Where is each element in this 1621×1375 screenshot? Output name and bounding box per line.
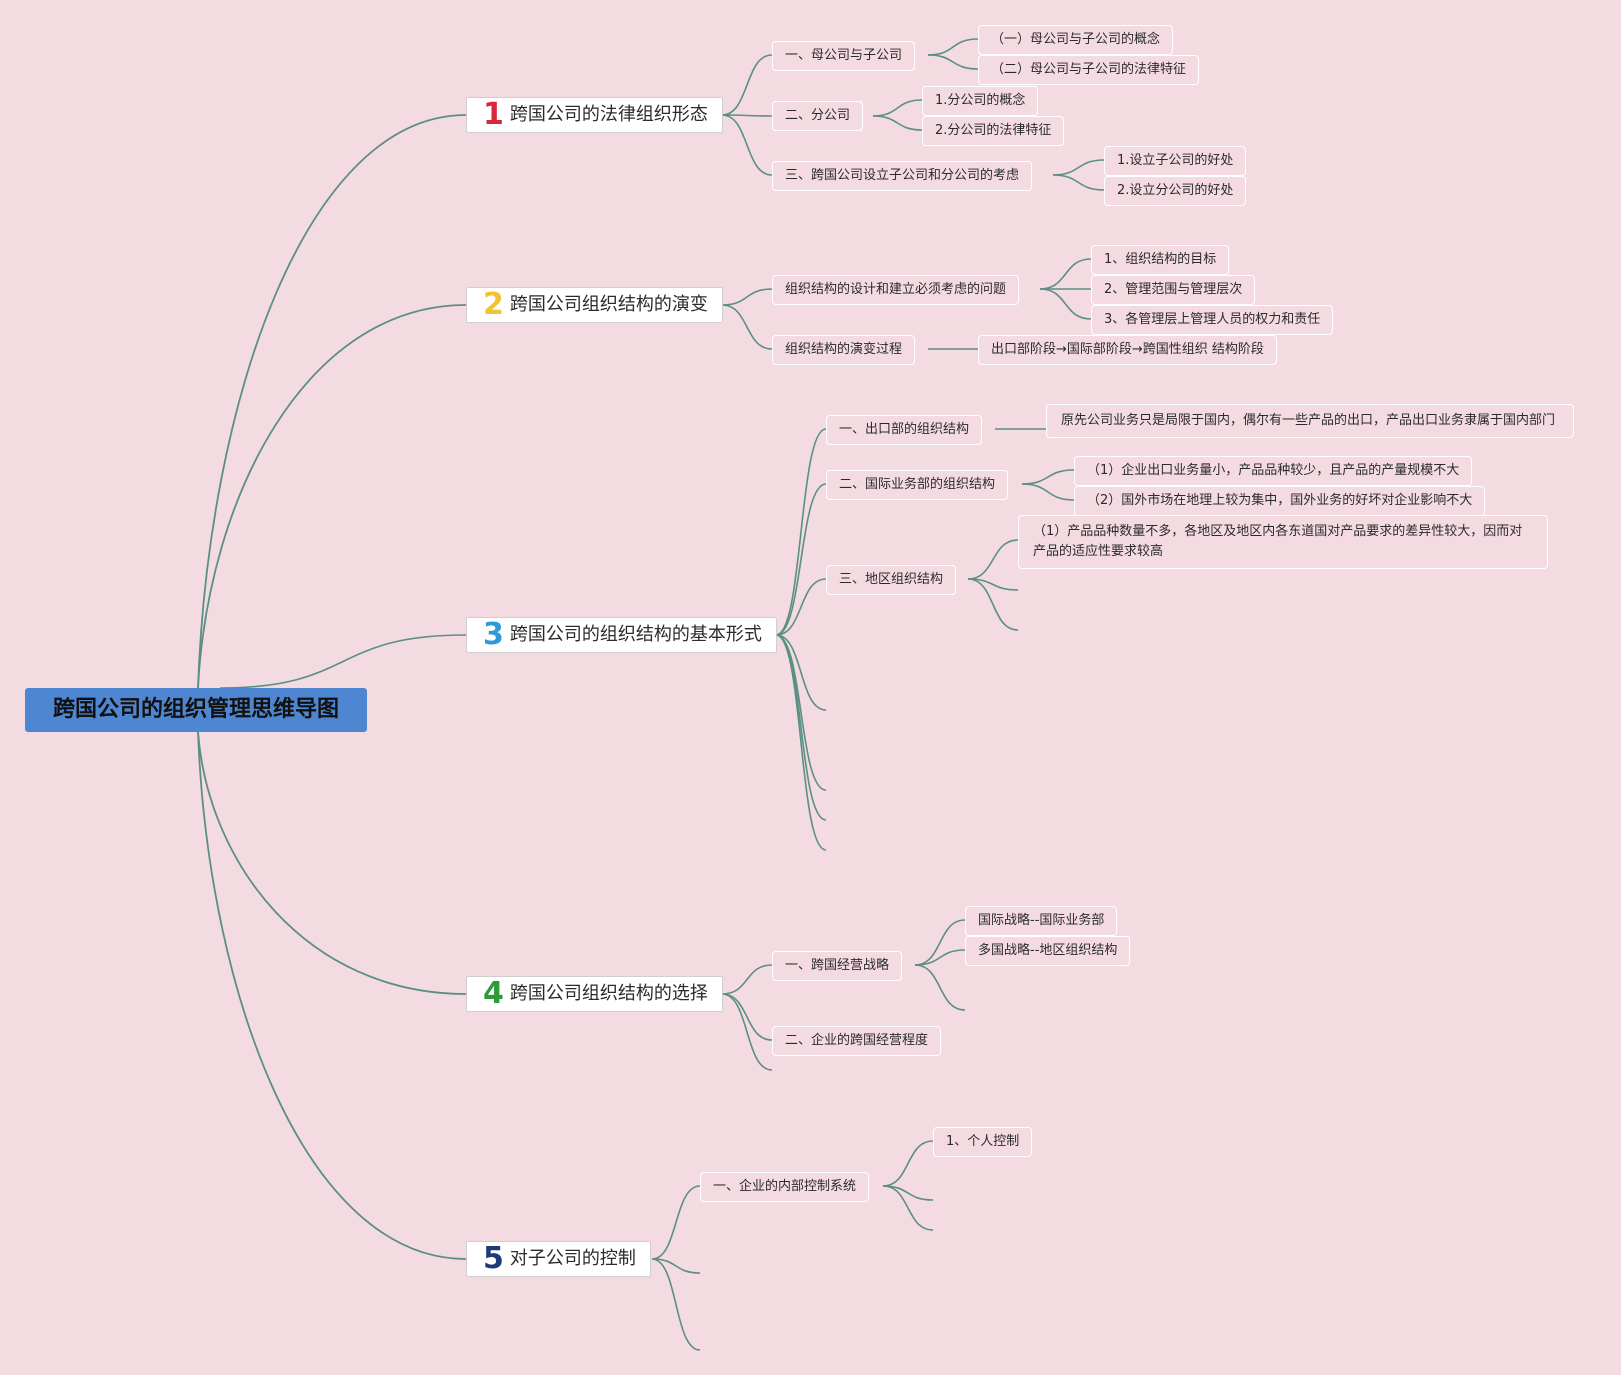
connector-line bbox=[197, 731, 467, 995]
leaf-branch-benefits[interactable]: 2.设立分公司的好处 bbox=[1104, 176, 1247, 206]
connector-line bbox=[197, 731, 467, 1260]
connector-line bbox=[775, 483, 827, 636]
leaf-intl-division-1[interactable]: （1）企业出口业务量小，产品品种较少，且产品的产量规模不大 bbox=[1074, 456, 1473, 486]
connector-line bbox=[927, 38, 979, 56]
leaf-evolution-stages[interactable]: 出口部阶段→国际部阶段→跨国性组织 结构阶段 bbox=[978, 335, 1277, 365]
subtopic-internal-control[interactable]: 一、企业的内部控制系统 bbox=[700, 1172, 870, 1202]
number-5-badge: 5 bbox=[483, 1241, 504, 1276]
subtopic-branch-company[interactable]: 二、分公司 bbox=[772, 101, 864, 131]
subtopic-degree[interactable]: 二、企业的跨国经营程度 bbox=[772, 1026, 942, 1056]
connector-line bbox=[775, 634, 827, 711]
branch-2-label: 跨国公司组织结构的演变 bbox=[509, 294, 708, 315]
connector-line bbox=[721, 304, 773, 350]
number-2-badge: 2 bbox=[483, 287, 504, 322]
leaf-intl-strategy[interactable]: 国际战略--国际业务部 bbox=[965, 906, 1118, 936]
root-topic[interactable]: 跨国公司的组织管理思维导图 bbox=[25, 688, 367, 732]
number-1-badge: 1 bbox=[483, 97, 504, 132]
connector-line bbox=[651, 1258, 701, 1274]
connector-line bbox=[775, 578, 827, 636]
subtopic-strategy[interactable]: 一、跨国经营战略 bbox=[772, 951, 903, 981]
connector-line bbox=[967, 578, 1019, 591]
connector-line bbox=[1039, 288, 1092, 320]
connector-line bbox=[651, 1185, 701, 1260]
branch-1-label: 跨国公司的法律组织形态 bbox=[509, 104, 708, 125]
subtopic-parent-child-company[interactable]: 一、母公司与子公司 bbox=[772, 41, 916, 71]
branch-4-topic[interactable]: 4 跨国公司组织结构的选择 bbox=[466, 976, 723, 1012]
connector-line bbox=[967, 539, 1019, 580]
connector-line bbox=[872, 115, 923, 131]
subtopic-considerations[interactable]: 三、跨国公司设立子公司和分公司的考虑 bbox=[772, 161, 1033, 191]
leaf-branch-concept[interactable]: 1.分公司的概念 bbox=[922, 86, 1039, 116]
connector-line bbox=[1039, 258, 1092, 290]
connector-line bbox=[1052, 174, 1105, 191]
branch-1-topic[interactable]: 1 跨国公司的法律组织形态 bbox=[466, 97, 723, 133]
number-3-badge: 3 bbox=[483, 617, 504, 652]
number-4-badge: 4 bbox=[483, 976, 504, 1011]
connector-line bbox=[872, 99, 923, 117]
connector-line bbox=[197, 304, 467, 689]
branch-4-label: 跨国公司组织结构的选择 bbox=[509, 983, 708, 1004]
connector-line bbox=[775, 428, 827, 636]
branch-5-label: 对子公司的控制 bbox=[509, 1248, 636, 1269]
connector-line bbox=[914, 964, 966, 1011]
connector-line bbox=[1021, 483, 1075, 501]
connector-line bbox=[967, 578, 1019, 631]
leaf-subsidiary-benefits[interactable]: 1.设立子公司的好处 bbox=[1104, 146, 1247, 176]
connector-line bbox=[721, 114, 773, 176]
connector-line bbox=[914, 949, 966, 966]
connector-line bbox=[914, 919, 966, 966]
connector-line bbox=[721, 114, 773, 117]
subtopic-regional-structure[interactable]: 三、地区组织结构 bbox=[826, 565, 957, 595]
branch-2-topic[interactable]: 2 跨国公司组织结构的演变 bbox=[466, 287, 723, 323]
branch-5-topic[interactable]: 5 对子公司的控制 bbox=[466, 1241, 651, 1277]
leaf-intl-division-2[interactable]: （2）国外市场在地理上较为集中，国外业务的好坏对企业影响不大 bbox=[1074, 486, 1486, 516]
branch-3-label: 跨国公司的组织结构的基本形式 bbox=[509, 624, 762, 645]
connector-line bbox=[882, 1185, 934, 1231]
subtopic-evolution-process[interactable]: 组织结构的演变过程 bbox=[772, 335, 916, 365]
connector-line bbox=[775, 634, 827, 791]
connector-line bbox=[721, 288, 773, 306]
leaf-parent-child-concept[interactable]: （一）母公司与子公司的概念 bbox=[978, 25, 1174, 55]
leaf-multinational-strategy[interactable]: 多国战略--地区组织结构 bbox=[965, 936, 1131, 966]
leaf-authority-responsibility[interactable]: 3、各管理层上管理人员的权力和责任 bbox=[1091, 305, 1334, 335]
connector-line bbox=[721, 964, 773, 995]
leaf-export-dept-desc[interactable]: 原先公司业务只是局限于国内，偶尔有一些产品的出口，产品出口业务隶属于国内部门 bbox=[1046, 404, 1574, 438]
leaf-parent-child-legal[interactable]: （二）母公司与子公司的法律特征 bbox=[978, 55, 1200, 85]
subtopic-export-dept[interactable]: 一、出口部的组织结构 bbox=[826, 415, 983, 445]
subtopic-design-issues[interactable]: 组织结构的设计和建立必须考虑的问题 bbox=[772, 275, 1020, 305]
branch-3-topic[interactable]: 3 跨国公司的组织结构的基本形式 bbox=[466, 617, 777, 653]
connector-line bbox=[927, 54, 979, 70]
leaf-structure-goal[interactable]: 1、组织结构的目标 bbox=[1091, 245, 1230, 275]
connector-line bbox=[882, 1140, 934, 1187]
leaf-management-span[interactable]: 2、管理范围与管理层次 bbox=[1091, 275, 1256, 305]
connector-line bbox=[1052, 159, 1105, 176]
leaf-branch-legal[interactable]: 2.分公司的法律特征 bbox=[922, 116, 1065, 146]
leaf-regional-1[interactable]: （1）产品品种数量不多，各地区及地区内各东道国对产品要求的差异性较大，因而对产品… bbox=[1018, 515, 1548, 569]
connector-line bbox=[1021, 469, 1075, 485]
leaf-personal-control[interactable]: 1、个人控制 bbox=[933, 1127, 1033, 1157]
connector-line bbox=[721, 54, 773, 116]
connector-line bbox=[775, 634, 827, 851]
connector-line bbox=[721, 993, 773, 1071]
connector-line bbox=[219, 634, 467, 689]
connector-line bbox=[775, 634, 827, 821]
subtopic-intl-division[interactable]: 二、国际业务部的组织结构 bbox=[826, 470, 1009, 500]
connector-line bbox=[197, 114, 467, 689]
connector-line bbox=[651, 1258, 701, 1351]
